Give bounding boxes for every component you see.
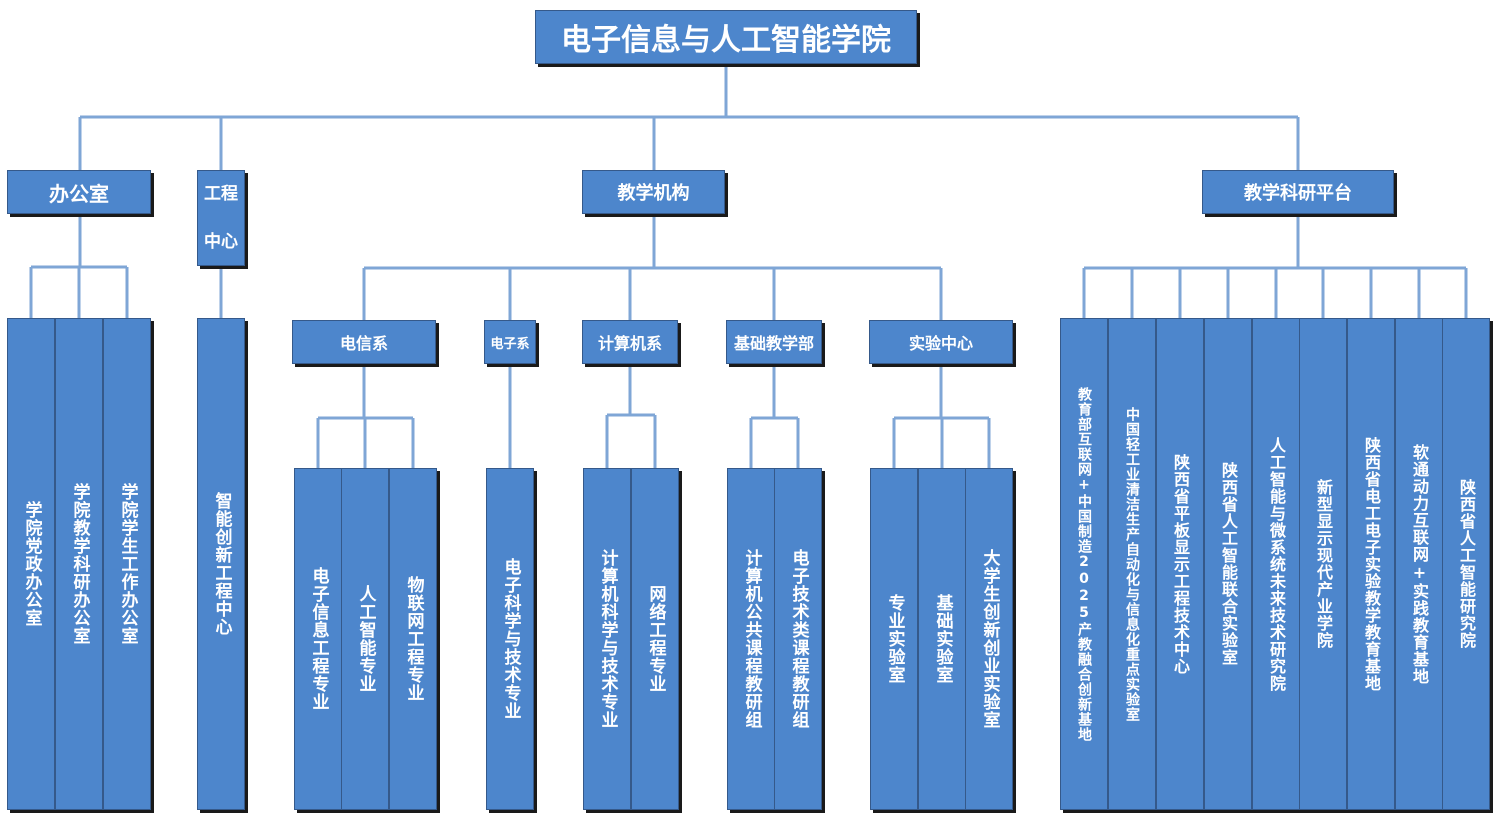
office-unit-1: 学院教学科研办公室	[55, 318, 103, 810]
major-lab-2: 大学生创新创业实验室	[965, 468, 1013, 810]
office-node: 办公室	[7, 170, 151, 214]
major-lab-1-label: 基础实验室	[932, 594, 953, 684]
platform-unit-4-label: 人工智能与微系统未来技术研究院	[1267, 436, 1286, 692]
platform-unit-6: 陕西省电工电子实验教学教育基地	[1347, 318, 1395, 810]
platform-unit-5-label: 新型显示现代产业学院	[1314, 479, 1333, 649]
major-computer-1-label: 网络工程专业	[645, 585, 666, 693]
dept-electronics-label: 电子系	[490, 336, 530, 352]
office-unit-2: 学院学生工作办公室	[103, 318, 151, 810]
platform-unit-1-label: 中国轻工业清洁生产自动化与信息化重点实验室	[1124, 406, 1140, 722]
platform-unit-7: 软通动力互联网+实践教育基地	[1395, 318, 1443, 810]
platform-node-label: 教学科研平台	[1244, 183, 1352, 204]
major-telecom-1: 人工智能专业	[341, 468, 389, 810]
office-unit-0: 学院党政办公室	[7, 318, 55, 810]
office-unit-1-label: 学院教学科研办公室	[69, 483, 90, 645]
major-basic-0: 计算机公共课程教研组	[727, 468, 775, 810]
engineering-center-node: 工程中心	[197, 170, 245, 266]
platform-unit-3-label: 陕西省人工智能联合实验室	[1219, 462, 1238, 666]
major-lab-1: 基础实验室	[918, 468, 966, 810]
platform-unit-2: 陕西省平板显示工程技术中心	[1156, 318, 1204, 810]
major-lab-0-label: 专业实验室	[884, 594, 905, 684]
major-telecom-2: 物联网工程专业	[389, 468, 437, 810]
major-telecom-1-label: 人工智能专业	[355, 585, 376, 693]
root-node: 电子信息与人工智能学院	[535, 10, 917, 64]
platform-unit-4: 人工智能与微系统未来技术研究院	[1252, 318, 1300, 810]
dept-basic-label: 基础教学部	[733, 334, 814, 353]
platform-unit-0-label: 教育部互联网+中国制造2025产教融合创新基地	[1076, 386, 1092, 742]
dept-electronics: 电子系	[484, 320, 536, 364]
dept-lab-label: 实验中心	[908, 334, 973, 353]
major-electronics-0: 电子科学与技术专业	[486, 468, 534, 810]
root-node-label: 电子信息与人工智能学院	[561, 23, 891, 58]
dept-computer: 计算机系	[582, 320, 678, 364]
platform-unit-7-label: 软通动力互联网+实践教育基地	[1410, 443, 1429, 685]
office-unit-2-label: 学院学生工作办公室	[117, 483, 138, 645]
platform-unit-2-label: 陕西省平板显示工程技术中心	[1171, 453, 1190, 675]
platform-unit-8-label: 陕西省人工智能研究院	[1457, 479, 1476, 649]
major-basic-1: 电子技术类课程教研组	[774, 468, 822, 810]
major-basic-0-label: 计算机公共课程教研组	[741, 549, 762, 729]
dept-basic: 基础教学部	[726, 320, 822, 364]
office-unit-0-label: 学院党政办公室	[21, 501, 42, 627]
engineering-unit-0: 智能创新工程中心	[197, 318, 245, 810]
dept-lab: 实验中心	[869, 320, 1013, 364]
major-computer-0: 计算机科学与技术专业	[583, 468, 631, 810]
major-lab-0: 专业实验室	[870, 468, 918, 810]
platform-unit-1: 中国轻工业清洁生产自动化与信息化重点实验室	[1108, 318, 1156, 810]
engineering-center-node-label: 工程中心	[204, 184, 238, 252]
major-telecom-0: 电子信息工程专业	[294, 468, 342, 810]
dept-telecom: 电信系	[292, 320, 436, 364]
major-computer-1: 网络工程专业	[631, 468, 679, 810]
dept-telecom-label: 电信系	[339, 334, 388, 353]
dept-computer-label: 计算机系	[597, 334, 662, 353]
major-lab-2-label: 大学生创新创业实验室	[979, 549, 1000, 729]
platform-unit-6-label: 陕西省电工电子实验教学教育基地	[1362, 436, 1381, 692]
major-computer-0-label: 计算机科学与技术专业	[597, 549, 618, 729]
platform-unit-8: 陕西省人工智能研究院	[1442, 318, 1490, 810]
teaching-node-label: 教学机构	[617, 183, 690, 204]
platform-unit-0: 教育部互联网+中国制造2025产教融合创新基地	[1060, 318, 1108, 810]
platform-unit-3: 陕西省人工智能联合实验室	[1204, 318, 1252, 810]
engineering-unit-0-label: 智能创新工程中心	[211, 492, 232, 636]
major-electronics-0-label: 电子科学与技术专业	[500, 558, 521, 720]
platform-node: 教学科研平台	[1202, 170, 1394, 214]
platform-unit-5: 新型显示现代产业学院	[1299, 318, 1347, 810]
office-node-label: 办公室	[49, 181, 109, 206]
major-telecom-0-label: 电子信息工程专业	[308, 567, 329, 711]
major-telecom-2-label: 物联网工程专业	[403, 576, 424, 702]
teaching-node: 教学机构	[582, 170, 725, 214]
major-basic-1-label: 电子技术类课程教研组	[788, 549, 809, 729]
